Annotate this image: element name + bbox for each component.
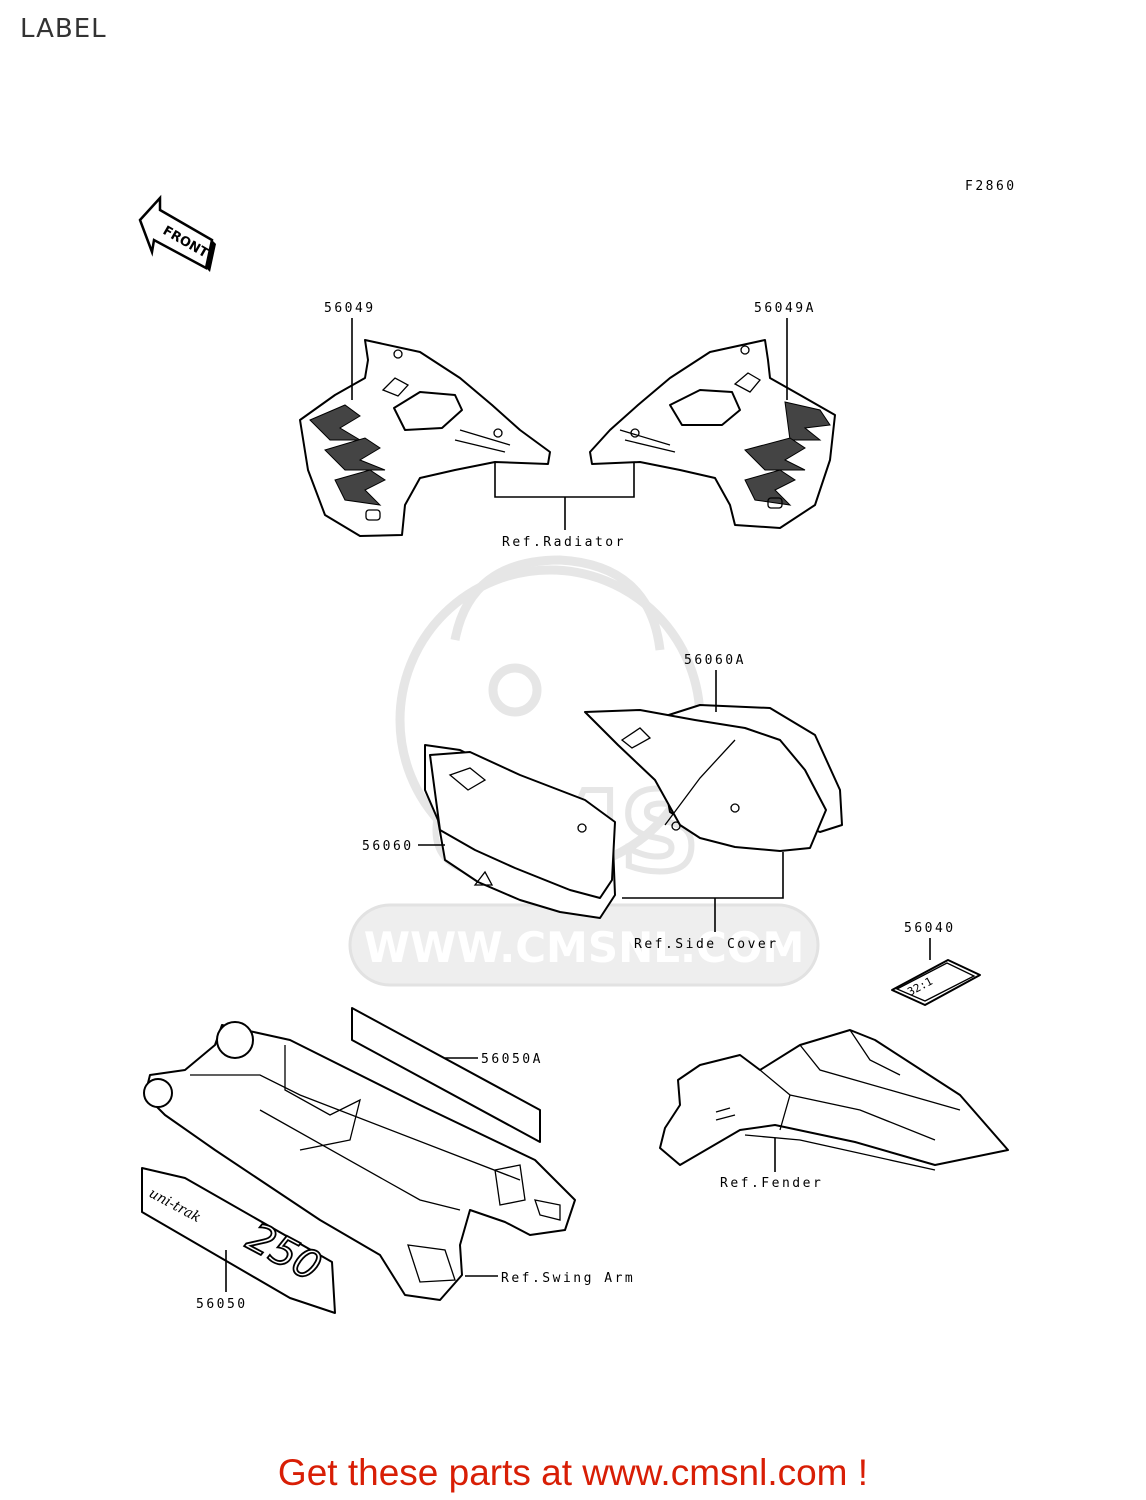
ref-side-cover-label: Ref.Side Cover [634,937,779,952]
swing-arm-sticker-strip [351,1007,541,1143]
page-title: LABEL [20,14,107,44]
ref-swing-arm-label: Ref.Swing Arm [501,1271,635,1286]
footer-cta[interactable]: Get these parts at www.cmsnl.com ! [277,1452,869,1493]
radiator-shroud-right [589,339,836,529]
part-56050-label: 56050 [196,1297,248,1312]
part-56049-label: 56049 [324,301,376,316]
figure-code: F2860 [965,179,1017,194]
part-56049a-label: 56049A [754,301,816,316]
side-cover-left [424,744,616,919]
watermark-url: WWW.CMSNL.COM [364,923,805,972]
part-56060-label: 56060 [362,839,414,854]
rear-fender [659,1029,1009,1171]
swing-arm [143,1021,576,1301]
part-56060a-label: 56060A [684,653,746,668]
caution-decal: 32:1 [891,959,981,1006]
part-56040-label: 56040 [904,921,956,936]
radiator-shroud-left [299,339,551,537]
front-arrow-icon: FRONT [138,194,216,272]
ref-radiator-label: Ref.Radiator [502,535,626,550]
part-56050a-label: 56050A [481,1052,543,1067]
side-cover-right [584,704,843,852]
ref-fender-label: Ref.Fender [720,1176,823,1191]
